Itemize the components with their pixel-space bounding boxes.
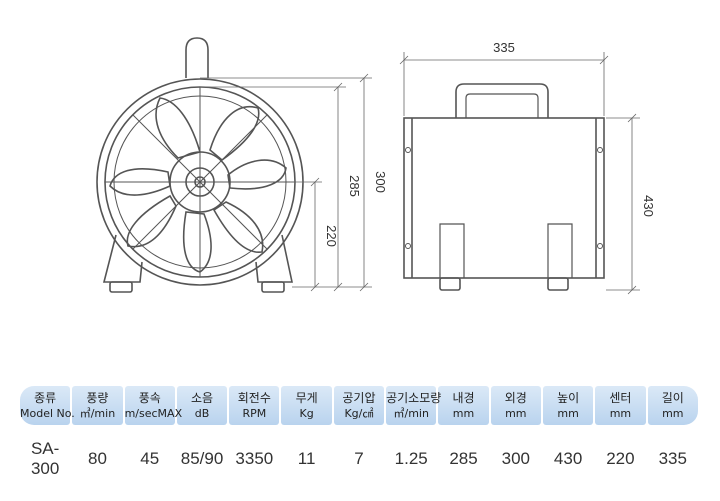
spec-header-unit: Model No. <box>20 407 75 420</box>
spec-header-label: 무게 <box>295 391 318 405</box>
spec-value-cell: SA-300 <box>30 439 60 478</box>
spec-value-cell: 300 <box>501 449 530 468</box>
spec-header-cell: 종류 Model No. <box>20 386 75 425</box>
fan-blade <box>209 106 260 162</box>
spec-header-cell: 소음 dB <box>176 386 228 425</box>
spec-value-cell: 80 <box>87 449 107 468</box>
fan-blade <box>212 201 264 253</box>
side-left-foot <box>439 277 461 291</box>
side-dimensions <box>399 52 640 295</box>
dim-430-label: 430 <box>641 195 656 217</box>
spec-header-label: 회전수 <box>237 391 271 405</box>
spec-header-label: 공기압 <box>342 391 376 405</box>
side-view <box>403 83 605 291</box>
spec-value-cell: 1.25 <box>394 449 428 468</box>
front-handle <box>185 37 209 78</box>
spec-header-row: 종류 Model No. 풍량 ㎥/min 풍속 m/secMAX 소음 dB 회전수 RPM 무게… <box>20 386 698 425</box>
spec-value-cell: 285 <box>449 449 478 468</box>
fan-blade <box>109 168 171 196</box>
front-right-foot <box>261 281 285 293</box>
dim-285-label: 285 <box>347 175 362 197</box>
spec-header-label: 공기소모량 <box>386 391 442 405</box>
side-bolts <box>405 147 603 249</box>
spec-header-label: 소음 <box>190 391 214 405</box>
spec-header-label: 높이 <box>557 391 580 405</box>
side-housing <box>403 117 605 279</box>
fan-blade <box>182 211 212 273</box>
front-view <box>96 37 304 293</box>
spec-header-cell: 풍량 ㎥/min <box>72 386 123 425</box>
spec-header-label: 풍속 <box>138 391 161 405</box>
spec-header-cell: 센터 mm <box>595 386 646 425</box>
spec-header-cell: 외경 mm <box>490 386 541 425</box>
spec-header-unit: mm <box>505 407 527 420</box>
spec-value-cell: 85/90 <box>180 449 224 468</box>
fan-blade <box>227 159 287 190</box>
spec-header-unit: mm <box>452 407 475 420</box>
side-right-foot <box>547 277 569 291</box>
spec-header-unit: Kg <box>299 407 314 420</box>
spec-header-cell: 길이 mm <box>647 386 698 425</box>
front-dimensions <box>200 73 372 292</box>
spec-header-label: 풍량 <box>86 391 109 405</box>
fan-hub <box>169 151 231 213</box>
spec-value-cell: 335 <box>658 449 687 468</box>
spec-table-container: 종류 Model No. 풍량 ㎥/min 풍속 m/secMAX 소음 dB 회전수 RPM 무게… <box>18 386 700 480</box>
spec-header-unit: mm <box>557 407 579 420</box>
spec-header-label: 길이 <box>661 391 684 405</box>
spec-header-label: 외경 <box>504 391 527 405</box>
spec-header-cell: 높이 mm <box>542 386 594 425</box>
spec-header-label: 센터 <box>609 391 632 405</box>
spec-header-label: 종류 <box>34 391 57 405</box>
spec-value-cell: 430 <box>553 449 583 468</box>
spec-table: 종류 Model No. 풍량 ㎥/min 풍속 m/secMAX 소음 dB 회전수 RPM 무게… <box>18 386 700 480</box>
spec-header-unit: mm <box>609 407 632 420</box>
spec-header-unit: RPM <box>242 407 267 420</box>
side-handle <box>455 83 549 118</box>
spec-value-cell: 11 <box>297 449 316 468</box>
fan-blade <box>155 97 201 159</box>
spec-header-cell: 내경 mm <box>438 386 489 425</box>
spec-header-unit: Kg/㎠ <box>344 407 374 420</box>
spec-header-unit: ㎥/min <box>393 407 429 420</box>
front-left-leg <box>102 234 143 283</box>
spec-header-cell: 무게 Kg <box>281 386 332 425</box>
dim-300-label: 300 <box>373 171 388 193</box>
spec-header-unit: ㎥/min <box>79 407 116 420</box>
front-left-foot <box>109 281 133 293</box>
spec-value-row: SA-300 80 45 85/90 3350 11 7 1.25 285 300 430 220 33… <box>20 425 698 480</box>
dim-220-label: 220 <box>324 225 339 247</box>
spec-header-unit: dB <box>194 407 210 420</box>
spec-value-cell: 45 <box>140 449 160 468</box>
spec-header-unit: mm <box>662 407 684 420</box>
spec-header-cell: 공기압 Kg/㎠ <box>333 386 385 425</box>
spec-value-cell: 7 <box>354 449 364 468</box>
spec-header-cell: 공기소모량 ㎥/min <box>386 386 442 425</box>
technical-drawing: 300 285 220 335 430 <box>96 37 656 295</box>
spec-header-unit: m/secMAX <box>124 407 183 420</box>
spec-header-label: 내경 <box>452 391 475 405</box>
spec-header-cell: 회전수 RPM <box>229 386 280 425</box>
spec-header-cell: 풍속 m/secMAX <box>124 386 183 425</box>
dim-335-label: 335 <box>493 40 515 55</box>
spec-value-cell: 220 <box>606 449 635 468</box>
spec-value-cell: 3350 <box>235 449 274 468</box>
fan-blade <box>126 194 177 248</box>
